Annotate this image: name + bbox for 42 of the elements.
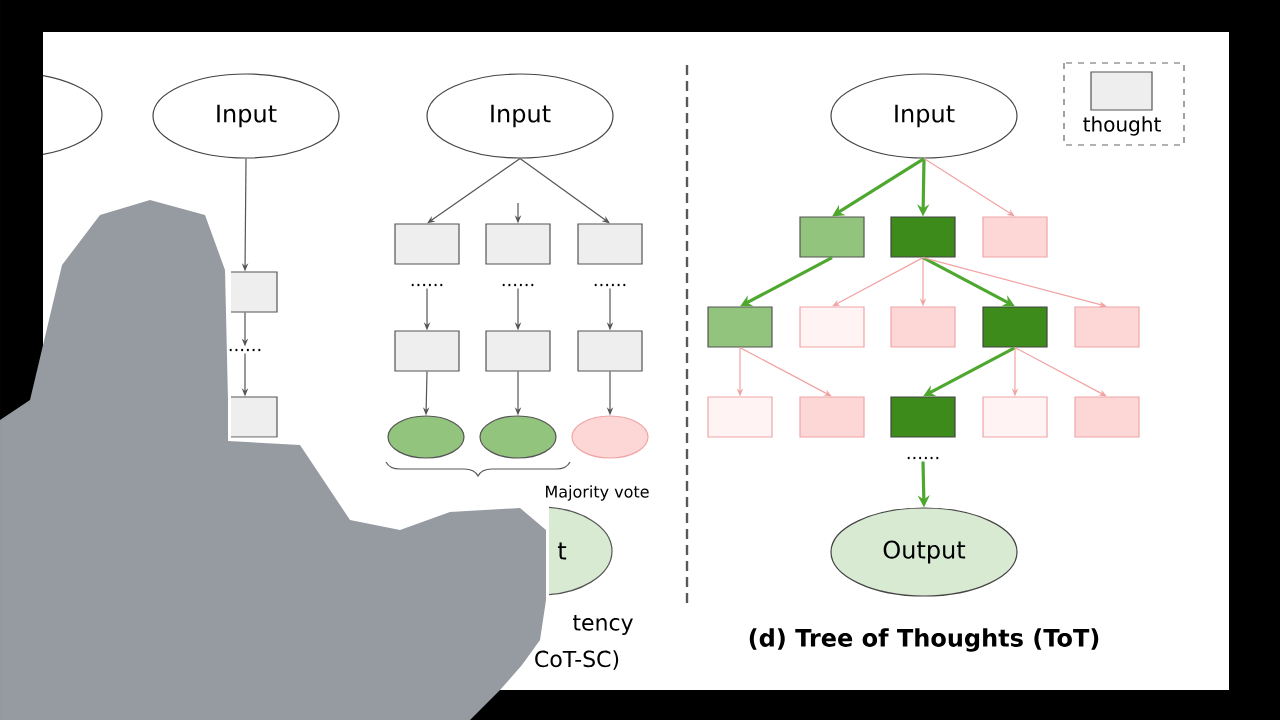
ellipsis-dots: ...... bbox=[907, 456, 939, 460]
thought-box bbox=[707, 306, 773, 348]
thought-box bbox=[1074, 306, 1140, 348]
caption-text: CoT-SC) bbox=[535, 650, 619, 670]
arrow bbox=[1014, 347, 1107, 397]
thought-box bbox=[890, 216, 956, 258]
thought-box bbox=[799, 396, 865, 438]
thought-box bbox=[231, 271, 278, 313]
thought-box bbox=[982, 216, 1048, 258]
text-label: Majority vote bbox=[546, 485, 649, 501]
ellipsis-dots: ...... bbox=[502, 283, 534, 287]
answer-ellipse bbox=[479, 415, 557, 459]
arrow bbox=[922, 257, 1107, 308]
legend-text: thought bbox=[1083, 116, 1161, 136]
caption-text: tency bbox=[573, 615, 633, 635]
answer-ellipse bbox=[387, 415, 465, 459]
ellipsis-dots: ...... bbox=[229, 348, 261, 352]
arrow bbox=[923, 158, 1015, 217]
caption-text: (d) Tree of Thoughts (ToT) bbox=[749, 628, 1099, 652]
thought-box bbox=[982, 396, 1048, 438]
arrow bbox=[832, 157, 925, 217]
thought-box bbox=[394, 330, 460, 372]
thought-box bbox=[577, 330, 643, 372]
thought-box bbox=[799, 306, 865, 348]
thought-box bbox=[394, 223, 460, 265]
arrow bbox=[427, 158, 521, 224]
thought-box bbox=[1074, 396, 1140, 438]
arrow bbox=[519, 158, 610, 224]
ellipsis-dots: ...... bbox=[411, 283, 443, 287]
arrow bbox=[832, 257, 924, 307]
thought-box bbox=[890, 396, 956, 438]
thought-box bbox=[577, 223, 643, 265]
arrow bbox=[739, 347, 832, 397]
thought-box bbox=[231, 396, 278, 438]
thought-box bbox=[982, 306, 1048, 348]
thought-box bbox=[485, 223, 551, 265]
thought-box bbox=[890, 306, 956, 348]
answer-ellipse bbox=[571, 415, 649, 459]
ellipsis-dots: ...... bbox=[594, 283, 626, 287]
thought-box bbox=[707, 396, 773, 438]
thought-box bbox=[799, 216, 865, 258]
thought-box bbox=[485, 330, 551, 372]
